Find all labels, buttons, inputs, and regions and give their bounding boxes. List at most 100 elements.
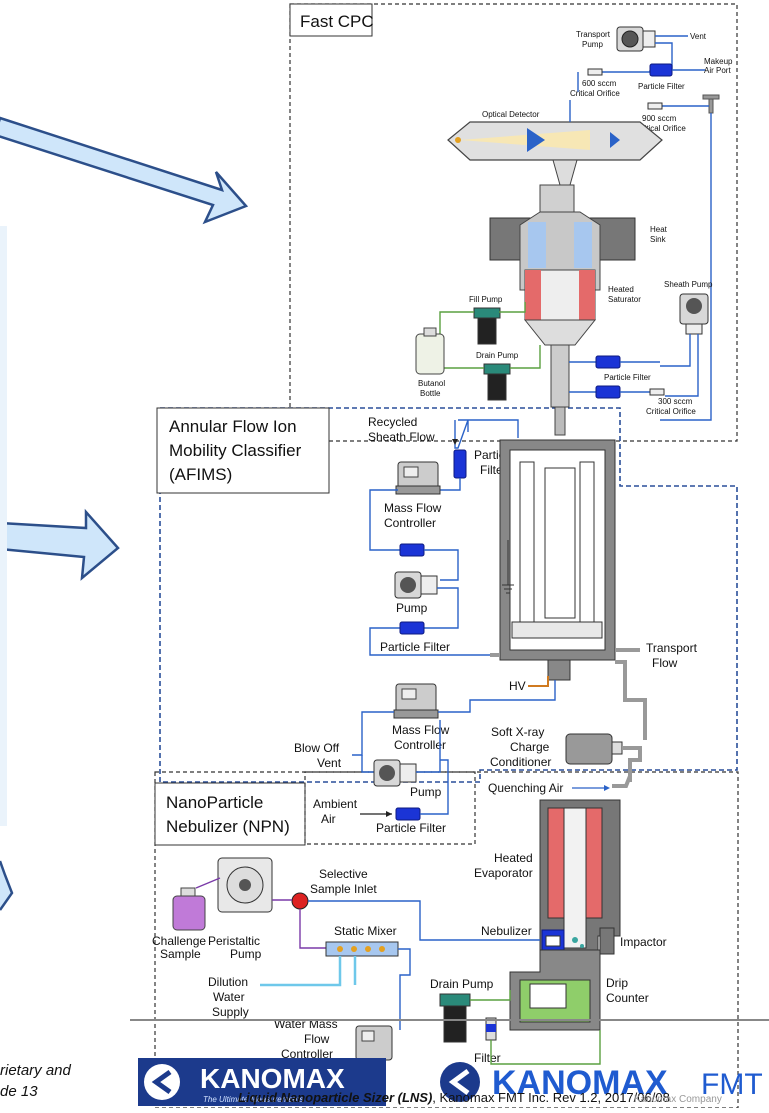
water-mass-flow-controller [356, 1026, 392, 1060]
soft-xray-label-2: Charge [510, 740, 550, 754]
dilution-label-2: Water [213, 990, 245, 1004]
afims-mfc-label-2: Controller [384, 516, 436, 530]
heated-saturator-label-2: Saturator [608, 295, 641, 304]
impactor-label: Impactor [620, 935, 667, 949]
afims-mfc-label-1: Mass Flow [384, 501, 442, 515]
nebulizer-label: Nebulizer [481, 924, 532, 938]
selective-inlet-valve [292, 893, 308, 909]
peristaltic-label-2: Pump [230, 947, 262, 961]
pointer-arrow-top [0, 118, 246, 222]
hv-label: HV [509, 679, 526, 693]
soft-xray-label-3: Conditioner [490, 755, 551, 769]
blow-off-label-1: Blow Off [294, 741, 340, 755]
heat-sink-label-1: Heat [650, 225, 668, 234]
vent-label: Vent [690, 32, 707, 41]
transport-flow-label-1: Transport [646, 641, 698, 655]
static-mixer-label: Static Mixer [334, 924, 397, 938]
heated-evaporator-label-2: Evaporator [474, 866, 533, 880]
footer-left-line-1: rietary and [0, 1062, 72, 1079]
nebulizer [542, 930, 564, 952]
afims-column [500, 440, 615, 680]
afims-title-line-2: Mobility Classifier [169, 441, 302, 460]
transport-pump-label-1: Transport [576, 30, 611, 39]
heated-saturator-label-1: Heated [608, 285, 634, 294]
fast-cpc-title: Fast CPC [300, 12, 374, 31]
peristaltic-pump [218, 858, 272, 912]
water-mfc-label-2: Flow [304, 1032, 330, 1046]
orifice-600-label-1: 600 sccm [582, 79, 617, 88]
fill-pump [474, 308, 500, 344]
sheath-pump-label: Sheath Pump [664, 280, 713, 289]
lower-mass-flow-controller [394, 684, 438, 718]
npn-title-line-2: Nebulizer (NPN) [166, 817, 290, 836]
afims-pump [395, 572, 437, 598]
npn-drain-pump-label: Drain Pump [430, 977, 494, 991]
footer-caption: Liquid Nanoparticle Sizer (LNS), Kanomax… [238, 1090, 670, 1105]
challenge-sample-bottle [173, 888, 205, 930]
afims-filter-mid [400, 544, 424, 556]
selective-inlet-label-1: Selective [319, 867, 368, 881]
npn-filter [486, 1018, 496, 1040]
soft-xray-label-1: Soft X-ray [491, 725, 544, 739]
pointer-arrow-middle [0, 512, 118, 578]
lower-pump-label: Pump [410, 785, 442, 799]
drain-pump-label-cpc: Drain Pump [476, 351, 519, 360]
makeup-air-label-1: Makeup [704, 57, 733, 66]
footer-overlay-text: Kanomax Company [634, 1094, 722, 1105]
ambient-air-label-1: Ambient [313, 797, 358, 811]
quenching-air-label: Quenching Air [488, 781, 563, 795]
afims-filter-bottom [400, 622, 424, 634]
heated-evaporator-label-1: Heated [494, 851, 533, 865]
footer-caption-prefix: Liquid Nanoparticle Sizer (LNS) [238, 1090, 432, 1105]
heat-sink-label-2: Sink [650, 235, 667, 244]
challenge-sample-label-2: Sample [160, 947, 201, 961]
transport-pump-label-2: Pump [582, 40, 603, 49]
dilution-label-3: Supply [212, 1005, 249, 1019]
recycled-sheath-label-2: Sheath Flow [368, 430, 435, 444]
cpc-sheath-filter-1 [596, 356, 620, 368]
afims-title-line-1: Annular Flow Ion [169, 417, 297, 436]
cpc-particle-filter-label: Particle Filter [638, 82, 685, 91]
challenge-sample-label-1: Challenge [152, 934, 206, 948]
npn-title-line-1: NanoParticle [166, 793, 263, 812]
dilution-label-1: Dilution [208, 975, 248, 989]
static-mixer [326, 942, 398, 956]
makeup-air-label-2: Air Port [704, 66, 731, 75]
peristaltic-label-1: Peristaltic [208, 934, 260, 948]
drip-counter-label-1: Drip [606, 976, 628, 990]
butanol-label-1: Butanol [418, 379, 445, 388]
lower-mfc-label-2: Controller [394, 738, 446, 752]
afims-particle-filter-label: Particle Filter [380, 640, 450, 654]
ambient-air-label-2: Air [321, 812, 336, 826]
selective-inlet-label-2: Sample Inlet [310, 882, 377, 896]
afims-mass-flow-controller [396, 462, 440, 494]
orifice-900-label-1: 900 sccm [642, 114, 677, 123]
afims-particle-filter-top [454, 450, 466, 478]
npn-drain-pump [440, 994, 470, 1042]
butanol-label-2: Bottle [420, 389, 441, 398]
pointer-arrow-bottom [0, 861, 12, 910]
drip-counter-label-2: Counter [606, 991, 649, 1005]
orifice-300-label-2: Critical Orifice [646, 407, 696, 416]
recycled-sheath-label-1: Recycled [368, 415, 417, 429]
impactor [600, 928, 614, 954]
butanol-bottle [416, 328, 444, 374]
lower-particle-filter [396, 808, 420, 820]
lower-particle-filter-label: Particle Filter [376, 821, 446, 835]
cpc-particle-filter-top [650, 64, 672, 76]
transport-flow-label-2: Flow [652, 656, 678, 670]
orifice-300-label-1: 300 sccm [658, 397, 693, 406]
orifice-600-label-2: Critical Orifice [570, 89, 620, 98]
lower-mfc-label-1: Mass Flow [392, 723, 450, 737]
footer-left-line-2: de 13 [0, 1083, 38, 1100]
afims-title-line-3: (AFIMS) [169, 465, 232, 484]
fill-pump-label: Fill Pump [469, 295, 503, 304]
cpc-particle-filter-2-label: Particle Filter [604, 373, 651, 382]
transport-pump [617, 27, 655, 51]
afims-pump-label: Pump [396, 601, 428, 615]
cpc-sheath-filter-2 [596, 386, 620, 398]
lower-pump [374, 760, 416, 786]
drain-pump-cpc [484, 364, 510, 400]
